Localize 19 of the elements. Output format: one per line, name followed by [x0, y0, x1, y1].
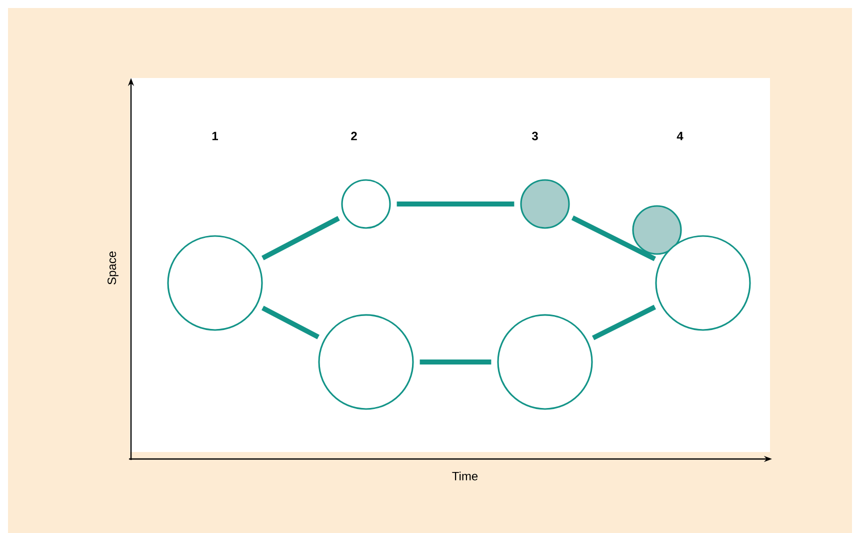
column-number: 4: [676, 132, 684, 140]
circle: [655, 235, 751, 331]
axis-label: Time: [452, 472, 478, 480]
circle: [341, 179, 391, 229]
connector-line: [262, 216, 340, 260]
axis-label: Space: [108, 252, 118, 284]
connector-line: [592, 304, 656, 340]
circle: [520, 179, 570, 229]
connector-line: [420, 360, 492, 364]
column-number: 1: [212, 132, 218, 140]
column-number: 3: [532, 132, 538, 140]
circle: [497, 314, 593, 410]
circle: [167, 235, 263, 331]
connector-line: [396, 202, 514, 206]
circle: [318, 314, 414, 410]
circle: [632, 205, 682, 255]
connector-line: [262, 306, 320, 340]
connector-line: [571, 216, 656, 262]
column-number: 2: [351, 132, 357, 140]
